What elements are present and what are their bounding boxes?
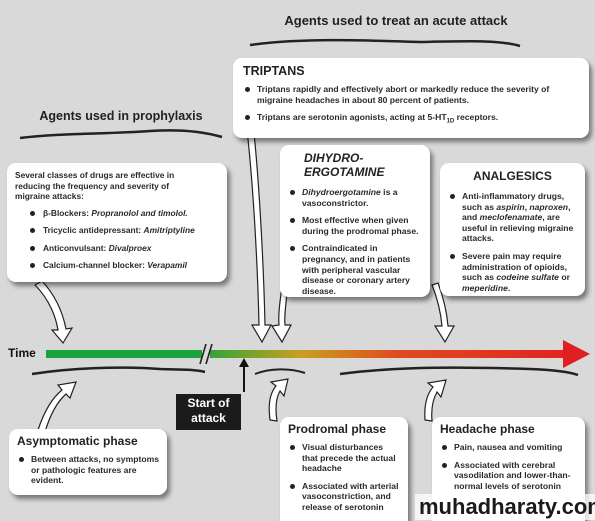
prodromal-phase-box: Prodromal phase Visual disturbances that… <box>280 417 408 521</box>
timeline-break-mark <box>199 343 207 365</box>
prodromal-brace <box>254 368 306 375</box>
dihydro-title: DIHYDRO- ERGOTAMINE <box>304 151 385 179</box>
asymptomatic-list: Between attacks, no symptoms or patholog… <box>17 454 159 486</box>
dihydroergotamine-box: DIHYDRO- ERGOTAMINE Dihydroergotamine is… <box>280 145 430 297</box>
list-item: Anticonvulsant: Divalproex <box>15 243 219 254</box>
triptans-list: Triptans rapidly and effectively abort o… <box>243 84 579 128</box>
arrow-analgesics <box>431 282 456 344</box>
list-item: Between attacks, no symptoms or patholog… <box>17 454 159 486</box>
asymptomatic-brace <box>31 366 206 376</box>
prodromal-title: Prodromal phase <box>288 422 387 436</box>
arrow-asymptomatic <box>37 381 77 433</box>
arrow-headache <box>424 379 447 422</box>
acute-header: Agents used to treat an acute attack <box>284 13 508 28</box>
list-item: Pain, nausea and vomiting <box>440 442 577 453</box>
acute-brace <box>249 38 521 48</box>
prophylaxis-header: Agents used in prophylaxis <box>39 109 203 123</box>
list-item: Dihydroergotamine is a vasoconstrictor. <box>288 187 422 208</box>
prophylaxis-brace <box>19 129 223 140</box>
list-item: Associated with arterial vasoconstrictio… <box>288 481 400 513</box>
start-attack-pointer-head <box>239 358 249 367</box>
headache-brace <box>339 366 579 377</box>
analgesics-box: ANALGESICS Anti-inflammatory drugs, such… <box>440 163 585 296</box>
list-item: Triptans rapidly and effectively abort o… <box>243 84 579 105</box>
headache-list: Pain, nausea and vomiting Associated wit… <box>440 442 577 491</box>
list-item: Associated with cerebral vasodilation an… <box>440 460 577 492</box>
list-item: β-Blockers: Propranolol and timolol. <box>15 208 219 219</box>
arrow-prophylaxis <box>34 280 74 345</box>
arrow-prodromal <box>268 378 289 422</box>
timeline-left-segment <box>46 350 202 358</box>
list-item: Most effective when given during the pro… <box>288 215 422 236</box>
list-item: Anti-inflammatory drugs, such as aspirin… <box>448 191 577 244</box>
headache-title: Headache phase <box>440 422 535 436</box>
list-item: Tricyclic antidepressant: Amitriptyline <box>15 225 219 236</box>
triptans-box: TRIPTANS Triptans rapidly and effectivel… <box>233 58 589 138</box>
timeline-right-segment <box>210 350 565 358</box>
list-item: Contraindicated in pregnancy, and in pat… <box>288 243 422 296</box>
analgesics-list: Anti-inflammatory drugs, such as aspirin… <box>448 191 577 293</box>
list-item: Triptans are serotonin agonists, acting … <box>243 112 579 127</box>
prodromal-list: Visual disturbances that precede the act… <box>288 442 400 513</box>
triptans-title: TRIPTANS <box>243 64 305 78</box>
asymptomatic-phase-box: Asymptomatic phase Between attacks, no s… <box>9 429 167 495</box>
dihydro-list: Dihydroergotamine is a vasoconstrictor. … <box>288 187 422 296</box>
prophylaxis-intro: Several classes of drugs are effective i… <box>15 170 175 201</box>
timeline-arrowhead <box>563 340 590 368</box>
timeline-label: Time <box>8 346 36 360</box>
prophylaxis-list: β-Blockers: Propranolol and timolol. Tri… <box>15 208 219 271</box>
list-item: Visual disturbances that precede the act… <box>288 442 400 474</box>
start-of-attack-label: Start of attack <box>176 394 241 430</box>
asymptomatic-title: Asymptomatic phase <box>17 434 138 448</box>
timeline-break-mark <box>205 343 213 365</box>
list-item: Severe pain may require administration o… <box>448 251 577 293</box>
list-item: Calcium-channel blocker: Verapamil <box>15 260 219 271</box>
watermark: muhadharaty.com <box>415 494 595 520</box>
analgesics-title: ANALGESICS <box>473 169 552 183</box>
arrow-triptans-1 <box>243 104 272 344</box>
prophylaxis-box: Several classes of drugs are effective i… <box>7 163 227 282</box>
